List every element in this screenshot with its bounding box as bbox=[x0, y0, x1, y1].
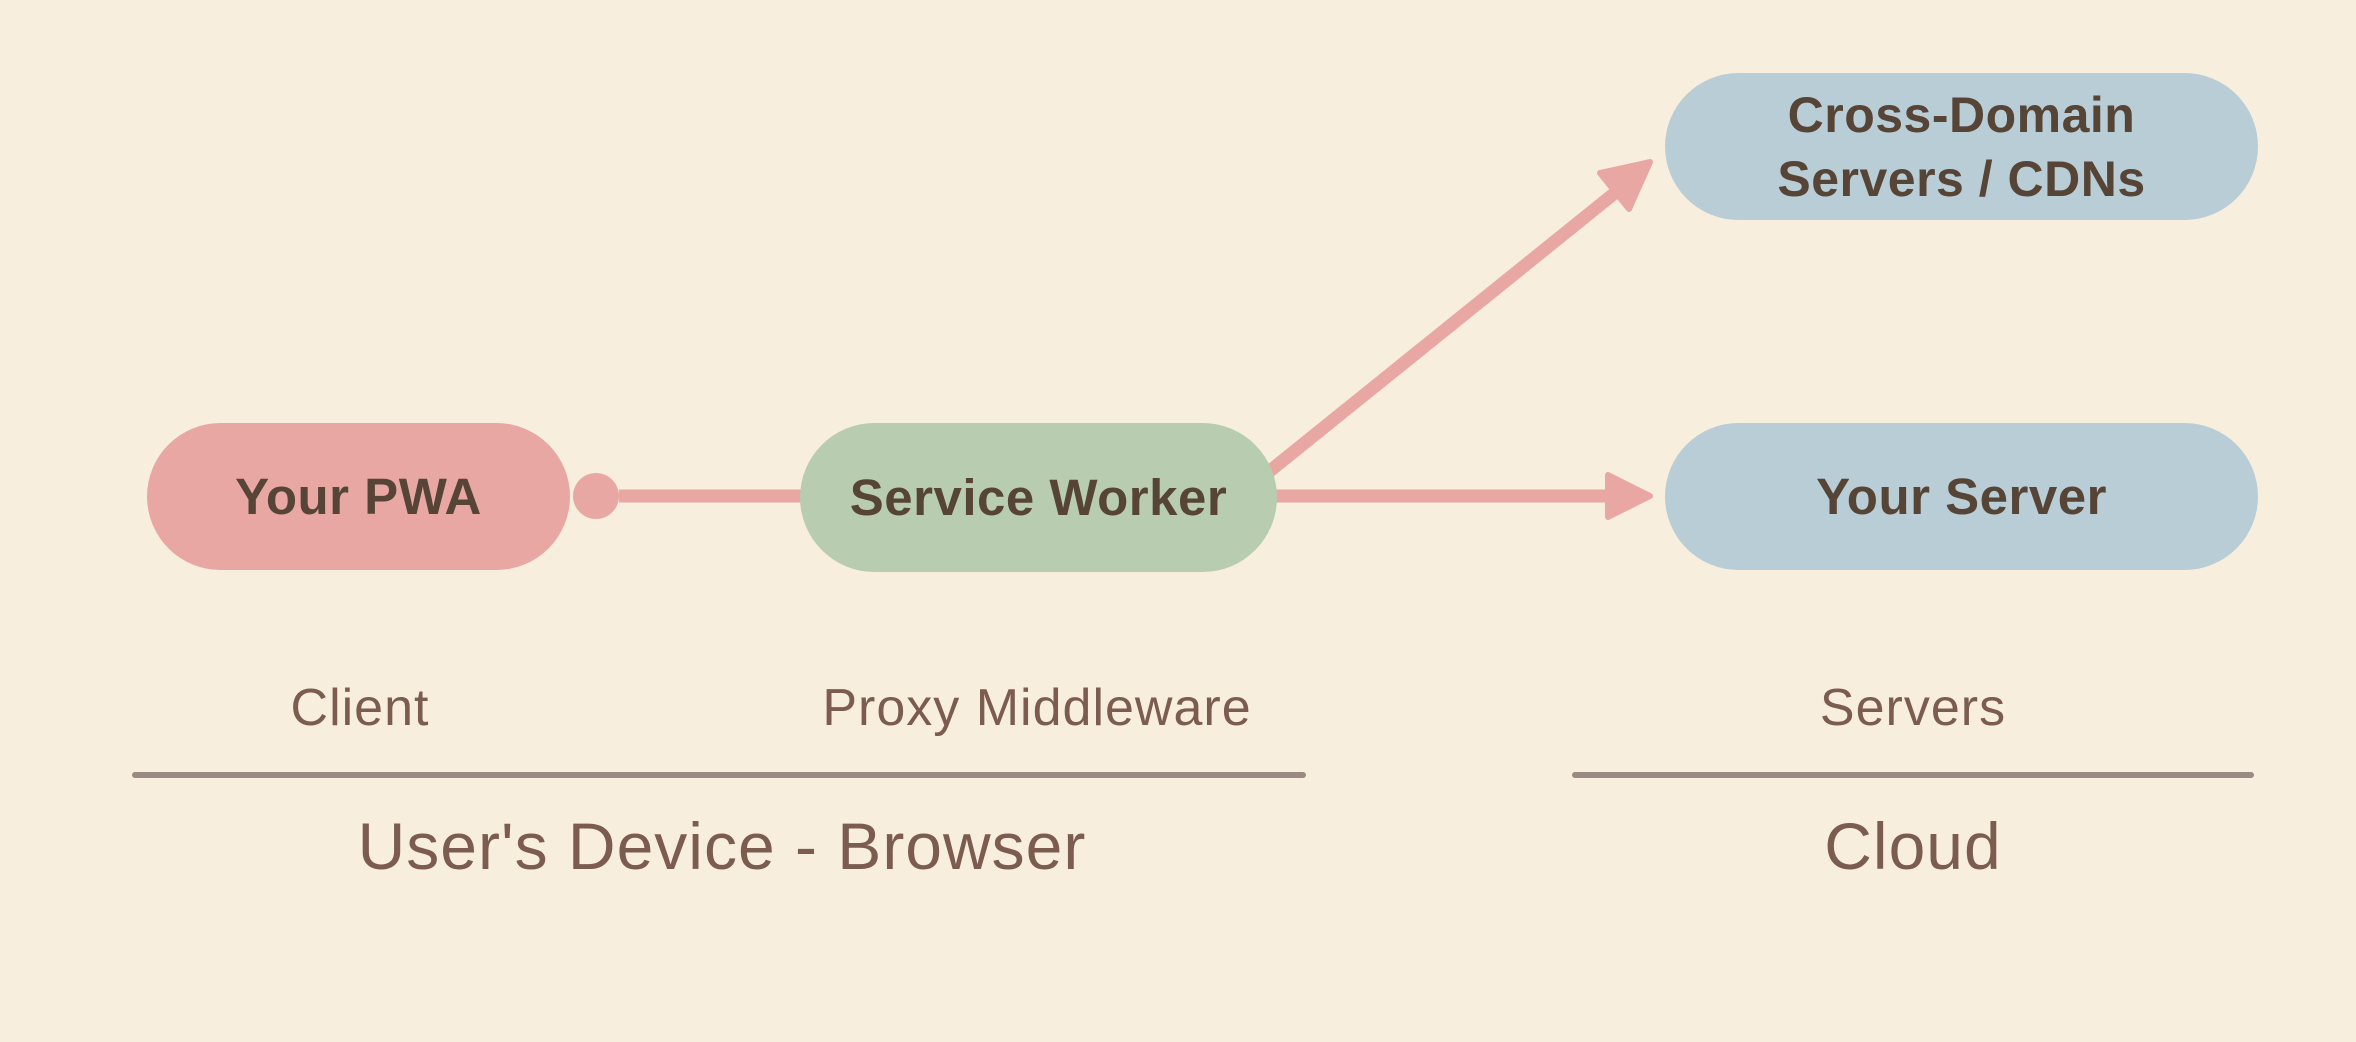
pwa-node-label: Your PWA bbox=[235, 467, 482, 525]
cdn-node-label-line1: Cross-Domain bbox=[1787, 86, 2136, 143]
device-zone-divider bbox=[132, 772, 1306, 778]
group-label-client: Client bbox=[290, 679, 430, 737]
arrowhead-to-server-icon bbox=[1605, 472, 1653, 520]
server-node: Your Server bbox=[1665, 423, 2258, 570]
cloud-zone-divider bbox=[1572, 772, 2254, 778]
service-worker-node-label: Service Worker bbox=[849, 468, 1228, 526]
group-label-servers: Servers bbox=[1819, 679, 2007, 737]
connector-dot bbox=[573, 473, 619, 519]
group-label-proxy-middleware: Proxy Middleware bbox=[822, 679, 1252, 737]
zone-label-users-device-browser: User's Device - Browser bbox=[357, 809, 1087, 883]
cdn-node-label-line2: Servers / CDNs bbox=[1777, 150, 2146, 207]
arrow-service-worker-to-cdn bbox=[1245, 186, 1621, 493]
server-node-label: Your Server bbox=[1816, 467, 2107, 525]
zone-label-cloud: Cloud bbox=[1824, 809, 2002, 883]
pwa-node: Your PWA bbox=[147, 423, 570, 570]
arrowhead-to-cdn-icon bbox=[1597, 159, 1653, 212]
cdn-node: Cross-Domain Servers / CDNs bbox=[1665, 73, 2258, 220]
service-worker-node: Service Worker bbox=[800, 423, 1277, 572]
